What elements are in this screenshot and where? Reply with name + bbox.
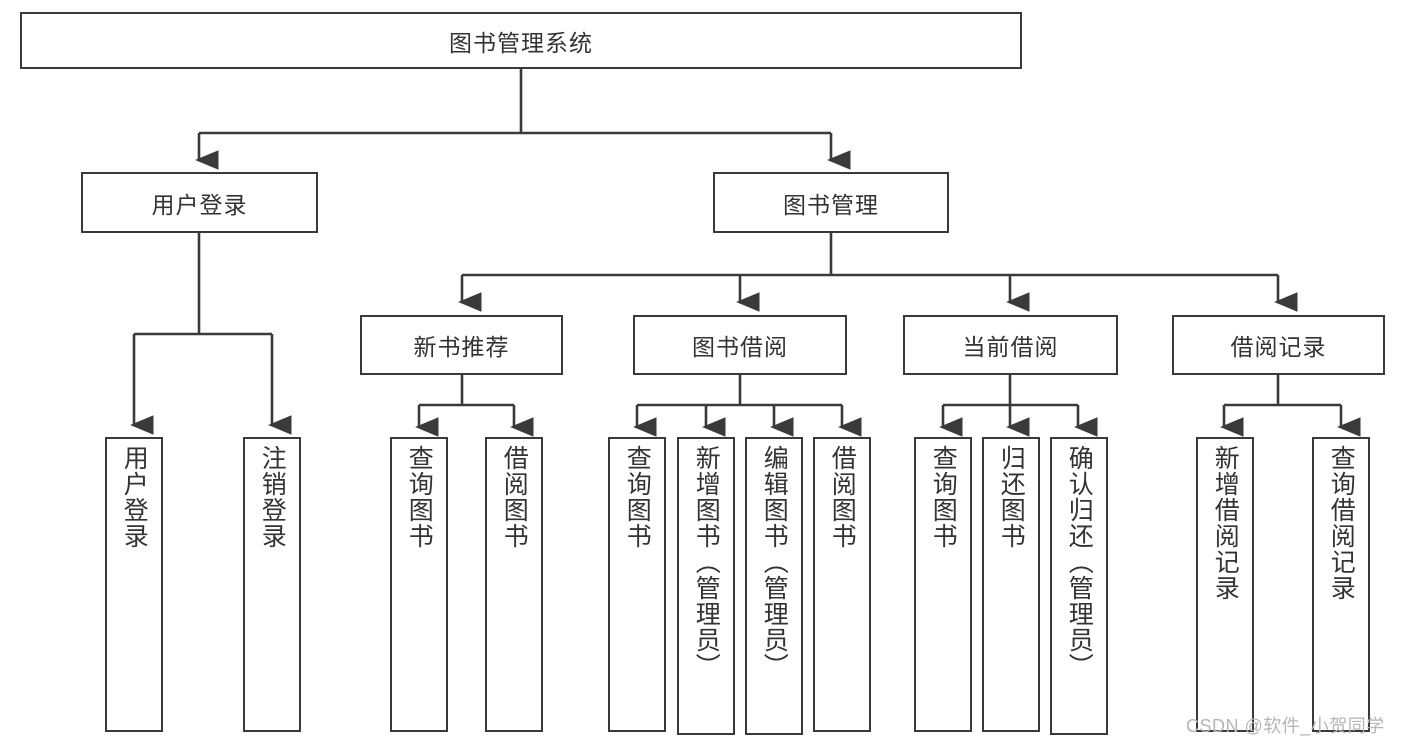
leaf-label: 用户登录 — [120, 445, 149, 549]
node-new-book-recommend-label: 新书推荐 — [413, 334, 510, 360]
node-current-borrow-label: 当前借阅 — [962, 334, 1059, 360]
leaf-label: 确认归还（管理员） — [1065, 445, 1094, 679]
leaf-borrow-record-query-record[interactable]: 查询借阅记录 — [1312, 437, 1370, 732]
node-new-book-recommend[interactable]: 新书推荐 — [360, 315, 563, 375]
node-book-borrow-label: 图书借阅 — [692, 334, 788, 360]
leaf-label: 注销登录 — [258, 445, 287, 549]
leaf-label: 编辑图书（管理员） — [760, 445, 789, 679]
leaf-borrow-record-add-record[interactable]: 新增借阅记录 — [1196, 437, 1254, 732]
leaf-new-book-borrow-book[interactable]: 借阅图书 — [485, 437, 543, 732]
leaf-book-borrow-query-book[interactable]: 查询图书 — [608, 437, 666, 732]
leaf-label: 查询图书 — [405, 445, 434, 549]
node-book-management[interactable]: 图书管理 — [713, 172, 949, 233]
node-root-book-management-system[interactable]: 图书管理系统 — [20, 12, 1022, 69]
leaf-label: 新增图书（管理员） — [692, 445, 721, 679]
leaf-user-login-login[interactable]: 用户登录 — [105, 437, 163, 732]
node-user-login-label: 用户登录 — [151, 191, 248, 218]
node-root-label: 图书管理系统 — [449, 29, 593, 56]
leaf-current-borrow-query-book[interactable]: 查询图书 — [914, 437, 972, 732]
node-user-login[interactable]: 用户登录 — [81, 172, 318, 233]
node-book-borrow[interactable]: 图书借阅 — [633, 315, 847, 375]
node-current-borrow[interactable]: 当前借阅 — [903, 315, 1118, 375]
leaf-label: 借阅图书 — [828, 445, 857, 549]
node-borrow-record-label: 借阅记录 — [1230, 334, 1327, 360]
node-book-management-label: 图书管理 — [783, 191, 879, 218]
csdn-watermark: CSDN @软件_小贺同学 — [1186, 716, 1385, 736]
leaf-book-borrow-borrow-book[interactable]: 借阅图书 — [813, 437, 871, 732]
leaf-new-book-query-book[interactable]: 查询图书 — [390, 437, 448, 732]
leaf-label: 新增借阅记录 — [1211, 445, 1240, 601]
leaf-user-login-logout[interactable]: 注销登录 — [243, 437, 301, 732]
leaf-label: 查询图书 — [623, 445, 652, 549]
node-borrow-record[interactable]: 借阅记录 — [1172, 315, 1385, 375]
leaf-current-borrow-confirm-return-admin[interactable]: 确认归还（管理员） — [1050, 437, 1108, 735]
leaf-label: 查询图书 — [929, 445, 958, 549]
leaf-book-borrow-edit-book-admin[interactable]: 编辑图书（管理员） — [745, 437, 803, 735]
leaf-book-borrow-add-book-admin[interactable]: 新增图书（管理员） — [677, 437, 735, 735]
leaf-label: 归还图书 — [997, 445, 1026, 549]
leaf-label: 查询借阅记录 — [1327, 445, 1356, 601]
leaf-current-borrow-return-book[interactable]: 归还图书 — [982, 437, 1040, 732]
leaf-label: 借阅图书 — [500, 445, 529, 549]
